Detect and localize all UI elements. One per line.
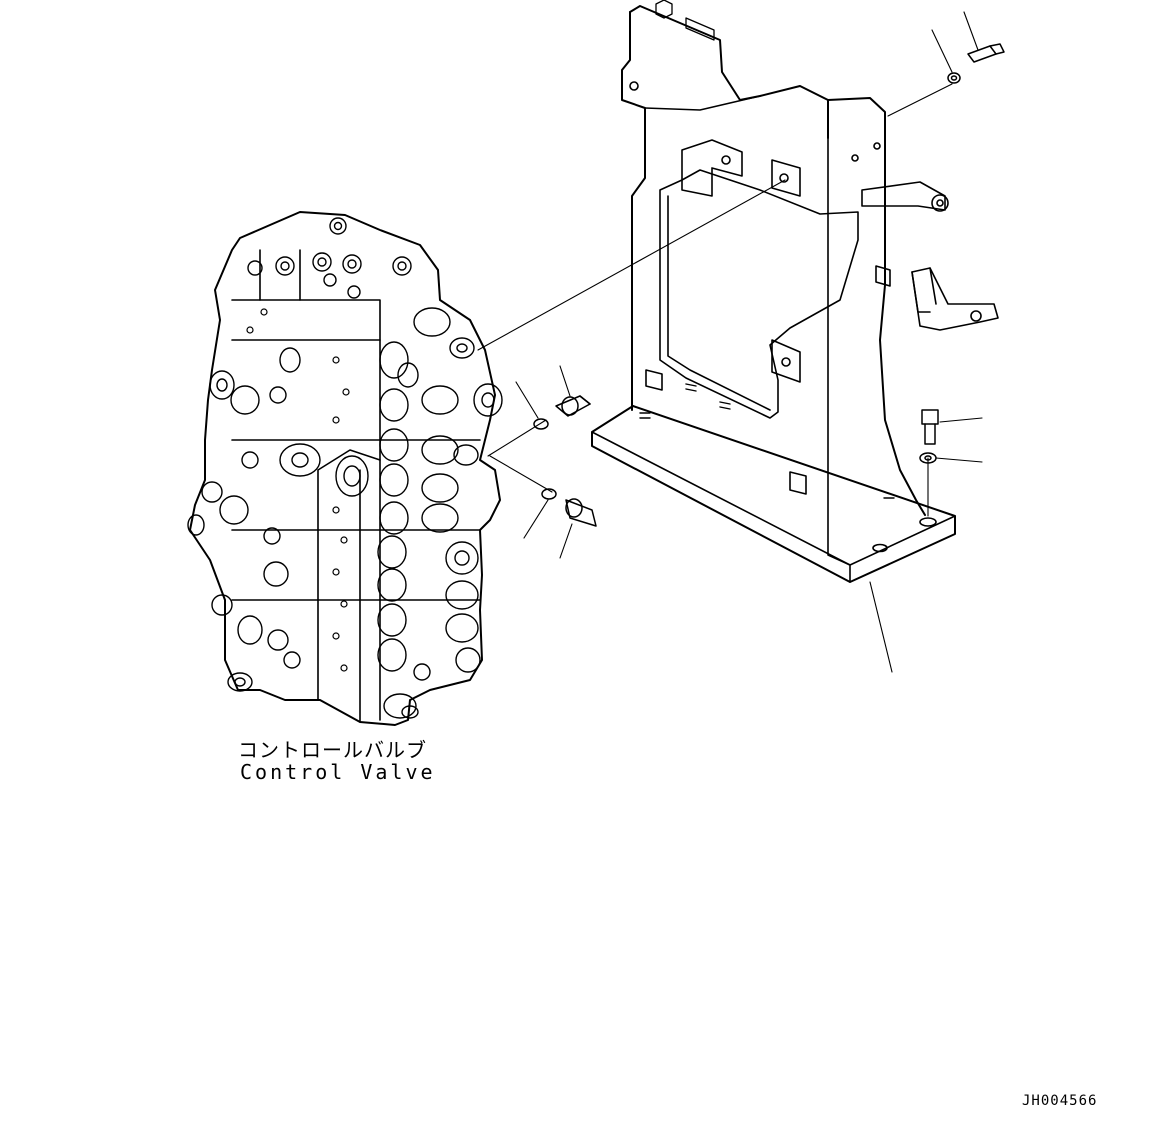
fasteners xyxy=(533,43,1005,527)
control-valve-assembly xyxy=(187,211,503,726)
control-valve-label-jp: コントロールバルブ xyxy=(238,738,427,762)
valve-bracket-stand xyxy=(591,0,999,583)
control-valve-label-en: Control Valve xyxy=(240,760,436,784)
leader-lines xyxy=(477,11,983,673)
drawing-code: JH004566 xyxy=(1022,1093,1098,1109)
